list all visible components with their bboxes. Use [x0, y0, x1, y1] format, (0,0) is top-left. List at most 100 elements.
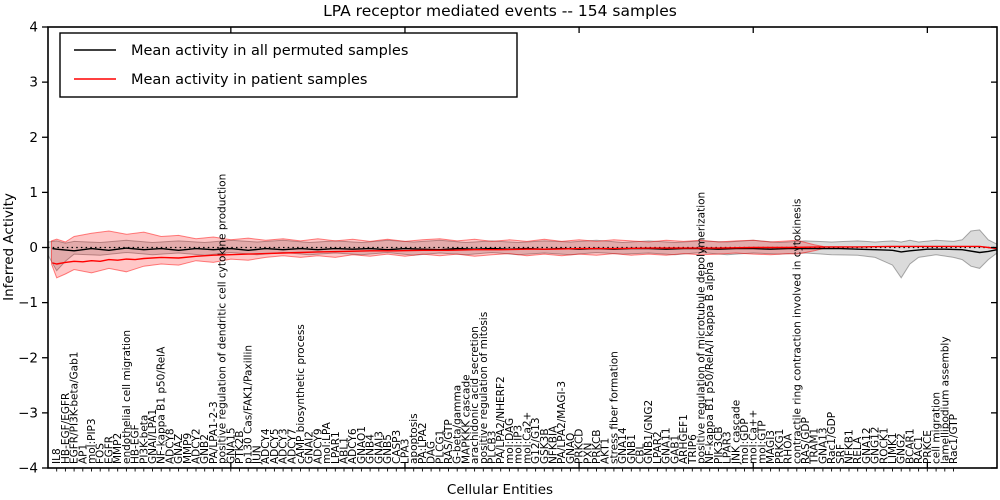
x-tick-label: GAB1 [669, 435, 681, 464]
x-tick-label: Rac1/GTP [948, 414, 960, 464]
x-tick-label: MMP2 [112, 433, 124, 464]
legend-label-patient: Mean activity in patient samples [131, 72, 367, 88]
x-tick-label: mol:Ca2+ [521, 412, 533, 464]
x-tick-label: EGFR [103, 436, 115, 464]
series-layer [48, 245, 998, 265]
x-tick-label: GNA13 [817, 427, 829, 464]
x-tick-label: LPAR3 [722, 431, 734, 464]
x-tick-label: GNG2 [896, 433, 908, 464]
x-tick-label: GNA12 [861, 427, 873, 464]
x-tick-label: HB-EGF [130, 424, 142, 464]
x-tick-label: PRKCE [922, 430, 934, 464]
x-tick-label: GNG12 [870, 427, 882, 465]
x-tick-label: GNAI2 [304, 431, 316, 464]
x-tick-label: mol:PIP3 [86, 418, 98, 464]
x-tick-label: mol:GDP [739, 418, 751, 464]
x-tick-label: mol:DAG [504, 418, 516, 464]
x-tick-label: ARHGEF1 [678, 414, 690, 464]
x-tick-label: ADCY2 [191, 428, 203, 464]
x-tick-label: GSK3B [539, 428, 551, 464]
x-tick-label: positive regulation of microtubule depol… [696, 192, 708, 464]
x-tick-label: GNA14 [617, 427, 629, 464]
x-tick-label: PRKG1 [774, 429, 786, 464]
x-tick-label: GNA15 [225, 427, 237, 464]
x-tick-label: arachidonic acid secretion [469, 326, 481, 464]
x-tick-label: LPAR1 [330, 431, 342, 464]
x-tick-label: MAPKKK cascade [460, 374, 472, 464]
x-tick-label: mol:LPA [321, 421, 333, 464]
x-tick-label: RAS/GTP [443, 419, 455, 464]
x-tick-label: PXN [582, 443, 594, 464]
x-tick-label: PLCG1 [434, 430, 446, 464]
x-tick-label: BCAR1 [904, 428, 916, 464]
x-tick-label: GNB1 [626, 434, 638, 464]
x-tick-label: PRKCD [574, 429, 586, 464]
x-tick-label: ADCY9 [312, 428, 324, 464]
legend-box [59, 32, 518, 98]
x-tick-label: ADCY4 [260, 428, 272, 464]
x-tick-label: ADCY7 [286, 428, 298, 464]
x-tick-label-layer: IL8HB-EGF/EGFREGFR/PI3K-beta/Gab1AP1mol:… [51, 174, 960, 465]
x-tick-label: FOS [95, 443, 107, 464]
x-tick-label: GNB1/GNG2 [643, 400, 655, 464]
x-axis-label: Cellular Entities [447, 482, 553, 498]
x-tick-label: JUN [252, 445, 264, 465]
x-tick-label: lamellipodium assembly [939, 336, 951, 464]
x-tick-label: p130 Cas/FAK1/Paxillin [243, 345, 255, 464]
x-tick-label: JNK cascade [730, 400, 742, 465]
x-tick-label: RAS/GDP [800, 417, 812, 464]
x-tick-label: GNA11 [661, 427, 673, 464]
y-tick-label: 1 [29, 185, 38, 201]
legend: Mean activity in all permuted samples Me… [59, 32, 518, 98]
y-tick-label: −4 [18, 461, 38, 477]
y-tick-label: 4 [29, 20, 38, 36]
x-tick-label: AP1 [77, 444, 89, 464]
x-tick-label: cAMP biosynthetic process [295, 324, 307, 464]
legend-label-permuted: Mean activity in all permuted samples [131, 43, 408, 59]
x-tick-label: PA/LPA1-2-3 [208, 401, 220, 464]
x-tick-label: mol:GTP [756, 420, 768, 464]
x-tick-label: NFKBIA [548, 425, 560, 464]
x-tick-label: TRAM1 [809, 428, 821, 465]
x-tick-label: endothelial cell migration [121, 330, 133, 464]
x-tick-label: ADCY6 [347, 428, 359, 464]
x-tick-label: PTK2B [234, 430, 246, 464]
y-tick-label: 2 [29, 130, 38, 146]
x-tick-label: PA:LPA2 [417, 422, 429, 464]
x-tick-label: G-beta/gamma [452, 385, 464, 464]
x-tick-label: GNAO1 [356, 426, 368, 464]
y-axis-label: Inferred Activity [1, 193, 17, 301]
x-tick-label: ADCY5 [269, 428, 281, 464]
y-tick-label: −2 [18, 350, 38, 366]
x-tick-label: PA/LPA2/MAGI-3 [556, 381, 568, 464]
x-tick-label: LPAR2 [652, 431, 664, 464]
x-tick-label: PA/LPA2/NHERF2 [495, 376, 507, 464]
x-tick-label: GNAI/LPA1 [147, 409, 159, 464]
x-tick-label: PI3K-beta [138, 415, 150, 464]
y-tick-label: 0 [29, 240, 38, 256]
x-tick-label: GNAI3 [373, 431, 385, 464]
x-tick-label: GNAQ [565, 433, 577, 464]
y-tick-label: −3 [18, 405, 38, 421]
x-tick-label: ABL1 [339, 437, 351, 464]
x-tick-label: Rac1/GDP [826, 412, 838, 464]
plot-frame [47, 26, 998, 469]
chart-title: LPA receptor mediated events -- 154 samp… [323, 2, 677, 20]
x-tick-label: NF-kappa B1 p50/RelA [156, 346, 168, 464]
x-tick-label: TRIP6 [687, 434, 699, 465]
x-tick-label: ADCY3 [278, 428, 290, 464]
x-tick-label: MAGI3 [765, 430, 777, 464]
x-tick-label: positive regulation of dendritic cell cy… [217, 174, 229, 464]
x-tick-label: EGFR/PI3K-beta/Gab1 [69, 352, 81, 464]
x-tick-label: contractile ring contraction involved in… [791, 199, 803, 464]
x-tick-label: positive regulation of mitosis [478, 312, 490, 464]
x-tick-label: CBL [635, 443, 647, 464]
x-tick-label: RHOA [783, 433, 795, 464]
x-tick-label: CASP3 [391, 430, 403, 464]
x-tick-label: GNB2 [199, 434, 211, 464]
x-tick-label: apoptosis [408, 413, 420, 464]
x-tick-label: ROCK1 [878, 428, 890, 464]
